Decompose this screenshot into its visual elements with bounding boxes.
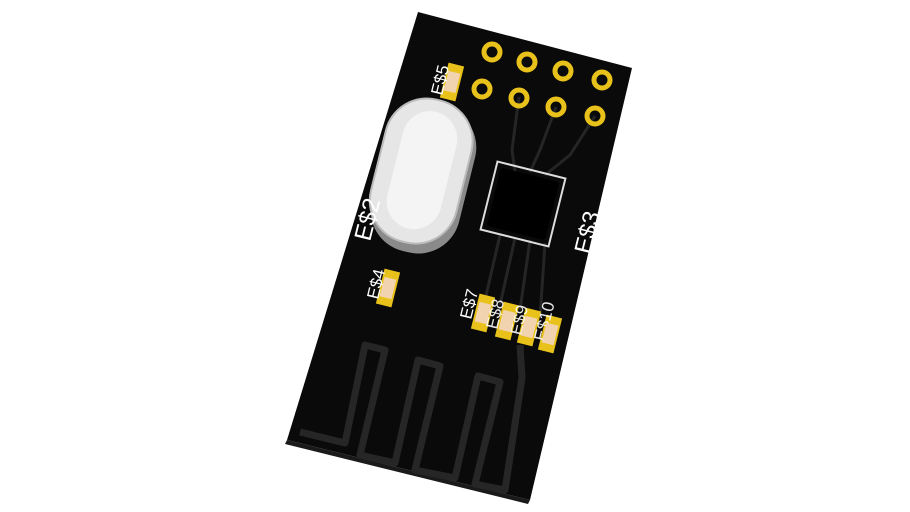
smd-e4 [375,268,401,308]
pin-hole [471,78,493,100]
smd-e5 [439,62,465,102]
pin-hole [584,105,606,127]
signal-traces [483,96,597,319]
pin-hole [591,69,613,91]
rf-chip [479,160,567,248]
pin-hole [516,51,538,73]
pin-hole [552,60,574,82]
header-pins [471,41,613,127]
crystal-oscillator [368,97,477,254]
pcb-board [287,12,632,500]
pin-hole [481,41,503,63]
pcb-board-edge [285,440,530,504]
antenna-trace [299,341,526,494]
pin-hole [545,96,567,118]
smd-pad-overlay [474,301,559,346]
pin-hole [508,87,530,109]
